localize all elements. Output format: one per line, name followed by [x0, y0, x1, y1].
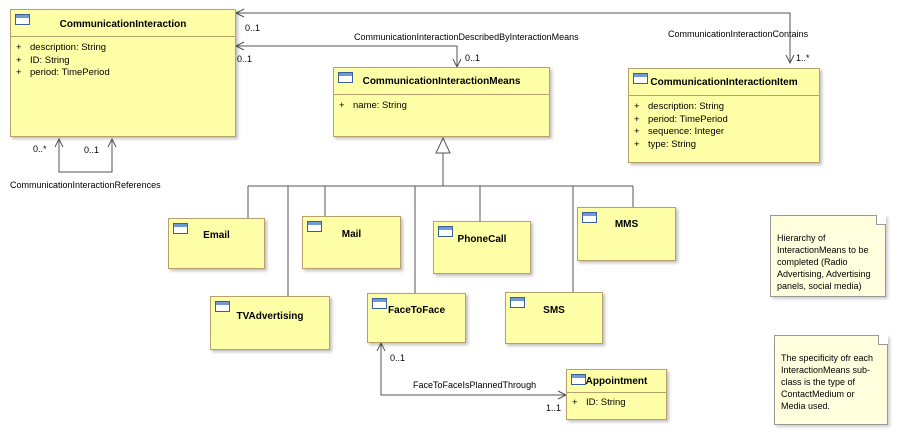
- references-arrowhead-a: [54, 137, 64, 148]
- planned-through-arrowhead-source: [376, 341, 386, 352]
- class-icon: [571, 374, 586, 385]
- class-facetoface[interactable]: FaceToFace: [367, 293, 466, 343]
- class-communication-interaction-item[interactable]: CommunicationInteractionItem +descriptio…: [628, 68, 820, 163]
- multiplicity-label: 0..1: [237, 54, 253, 64]
- described-by-arrowhead-source: [234, 41, 245, 51]
- class-attributes: +description: String +period: TimePeriod…: [629, 96, 819, 151]
- class-name: PhoneCall: [457, 234, 507, 245]
- references-association-line: [58, 139, 113, 173]
- class-header: CommunicationInteraction: [11, 10, 235, 37]
- multiplicity-label: 1..1: [546, 403, 562, 413]
- class-icon: [510, 297, 525, 308]
- class-communication-interaction[interactable]: CommunicationInteraction +description: S…: [10, 9, 236, 137]
- class-attributes: +description: String +ID: String +period…: [11, 37, 235, 80]
- class-sms[interactable]: SMS: [505, 292, 603, 344]
- class-icon: [372, 298, 387, 309]
- note-text: Hierarchy of InteractionMeans to be comp…: [777, 233, 871, 291]
- class-name: Email: [203, 230, 230, 241]
- multiplicity-label: 0..1: [245, 23, 261, 33]
- attribute-row[interactable]: +description: String: [634, 101, 725, 112]
- note-fold-icon: [878, 335, 888, 345]
- described-by-association-line: [236, 45, 458, 67]
- attribute-row[interactable]: +description: String: [16, 42, 107, 53]
- attribute-row[interactable]: +ID: String: [572, 397, 626, 408]
- contains-arrowhead-source: [234, 8, 245, 18]
- class-header: CommunicationInteractionItem: [629, 69, 819, 96]
- multiplicity-label: 0..*: [33, 144, 47, 154]
- generalization-triangle: [435, 136, 451, 154]
- class-name: CommunicationInteractionMeans: [362, 76, 521, 87]
- attribute-row[interactable]: +ID: String: [16, 54, 70, 66]
- class-name: SMS: [543, 305, 565, 316]
- class-name: FaceToFace: [387, 305, 446, 316]
- class-mail[interactable]: Mail: [302, 216, 401, 269]
- class-appointment[interactable]: Appointment +ID: String: [566, 369, 667, 420]
- class-attributes: +name: String: [334, 95, 549, 113]
- class-name: TVAdvertising: [236, 311, 304, 322]
- class-name: CommunicationInteractionItem: [650, 77, 798, 88]
- class-icon: [582, 212, 597, 223]
- note-hierarchy[interactable]: Hierarchy of InteractionMeans to be comp…: [770, 215, 886, 297]
- attribute-row[interactable]: +period: TimePeriod: [634, 113, 728, 125]
- class-email[interactable]: Email: [168, 218, 265, 269]
- class-name: MMS: [614, 219, 639, 230]
- multiplicity-label: 0..1: [390, 353, 406, 363]
- multiplicity-label: 0..1: [84, 145, 100, 155]
- contains-association-line: [236, 12, 791, 63]
- class-header: Appointment: [567, 370, 666, 393]
- association-label-contains: CommunicationInteractionContains: [668, 29, 809, 39]
- note-specificity[interactable]: The specificity ofr each InteractionMean…: [774, 335, 888, 425]
- attribute-row[interactable]: +name: String: [339, 100, 407, 111]
- multiplicity-label: 1..*: [796, 53, 810, 63]
- attribute-row[interactable]: +type: String: [634, 138, 697, 150]
- class-icon: [438, 226, 453, 237]
- class-name: CommunicationInteraction: [59, 19, 187, 30]
- association-label-references: CommunicationInteractionReferences: [10, 180, 161, 190]
- contains-arrowhead-target: [785, 54, 795, 65]
- class-name: Mail: [341, 229, 362, 240]
- planned-through-association-line: [380, 343, 566, 396]
- association-label-planned-through: FaceToFaceIsPlannedThrough: [413, 380, 537, 390]
- class-tvadvertising[interactable]: TVAdvertising: [210, 296, 330, 350]
- class-icon: [338, 72, 353, 83]
- class-attributes: +ID: String: [567, 393, 666, 410]
- class-icon: [173, 223, 188, 234]
- class-icon: [633, 73, 648, 84]
- references-arrowhead-b: [107, 137, 117, 148]
- class-mms[interactable]: MMS: [577, 207, 676, 261]
- multiplicity-label: 0..1: [465, 53, 481, 63]
- attribute-row[interactable]: +sequence: Integer: [634, 126, 725, 137]
- class-header: CommunicationInteractionMeans: [334, 68, 549, 95]
- class-icon: [307, 221, 322, 232]
- class-icon: [215, 301, 230, 312]
- class-phonecall[interactable]: PhoneCall: [433, 221, 531, 274]
- note-fold-icon: [876, 215, 886, 225]
- attribute-row[interactable]: +period: TimePeriod: [16, 67, 110, 78]
- class-icon: [15, 14, 30, 25]
- class-communication-interaction-means[interactable]: CommunicationInteractionMeans +name: Str…: [333, 67, 550, 137]
- association-label-described-by: CommunicationInteractionDescribedByInter…: [354, 32, 579, 42]
- note-text: The specificity ofr each InteractionMean…: [781, 353, 874, 411]
- class-name: Appointment: [585, 376, 648, 387]
